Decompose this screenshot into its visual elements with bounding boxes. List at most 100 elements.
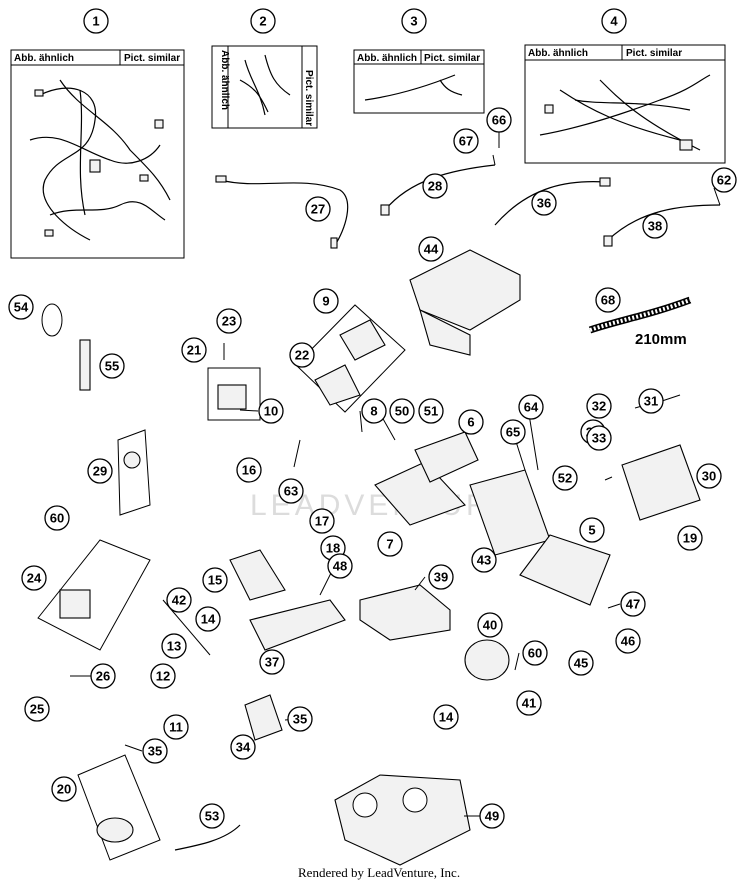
callout-13[interactable]: 13	[161, 633, 187, 659]
callout-60[interactable]: 60	[44, 505, 70, 531]
callout-16[interactable]: 16	[236, 457, 262, 483]
callout-9[interactable]: 9	[313, 288, 339, 314]
callout-65[interactable]: 65	[500, 419, 526, 445]
svg-text:12: 12	[156, 669, 170, 684]
callout-29[interactable]: 29	[87, 458, 113, 484]
callout-50[interactable]: 50	[389, 398, 415, 424]
callout-55[interactable]: 55	[99, 353, 125, 379]
callout-68[interactable]: 68	[595, 287, 621, 313]
callout-12[interactable]: 12	[150, 663, 176, 689]
svg-text:50: 50	[395, 404, 409, 419]
callout-5[interactable]: 5	[579, 517, 605, 543]
svg-text:35: 35	[148, 744, 162, 759]
callout-2[interactable]: 2	[250, 8, 276, 34]
callout-46[interactable]: 46	[615, 628, 641, 654]
callout-6[interactable]: 6	[458, 409, 484, 435]
callout-62[interactable]: 62	[711, 167, 737, 193]
callout-67[interactable]: 67	[453, 128, 479, 154]
callout-4[interactable]: 4	[601, 8, 627, 34]
svg-text:7: 7	[386, 537, 393, 552]
callout-35[interactable]: 35	[287, 706, 313, 732]
svg-text:19: 19	[683, 531, 697, 546]
callout-41[interactable]: 41	[516, 690, 542, 716]
callout-1[interactable]: 1	[83, 8, 109, 34]
callout-51[interactable]: 51	[418, 398, 444, 424]
callout-14-b[interactable]: 14	[433, 704, 459, 730]
callout-54[interactable]: 54	[8, 294, 34, 320]
callout-42[interactable]: 42	[166, 587, 192, 613]
harness-box-4: Abb. ähnlich Pict. similar	[524, 44, 726, 164]
callout-47[interactable]: 47	[620, 591, 646, 617]
callout-14[interactable]: 14	[195, 606, 221, 632]
callout-39[interactable]: 39	[428, 564, 454, 590]
bracket-44	[409, 249, 521, 356]
callout-45[interactable]: 45	[568, 650, 594, 676]
callout-11[interactable]: 11	[163, 714, 189, 740]
callout-22[interactable]: 22	[289, 342, 315, 368]
callout-49[interactable]: 49	[479, 803, 505, 829]
callout-35-b[interactable]: 35	[142, 738, 168, 764]
callout-40[interactable]: 40	[477, 612, 503, 638]
callout-3[interactable]: 3	[401, 8, 427, 34]
callout-30[interactable]: 30	[696, 463, 722, 489]
svg-text:62: 62	[717, 173, 731, 188]
ecu-30	[621, 444, 701, 521]
callout-23[interactable]: 23	[216, 308, 242, 334]
svg-text:30: 30	[702, 469, 716, 484]
callout-26[interactable]: 26	[90, 663, 116, 689]
svg-text:35: 35	[293, 712, 307, 727]
callout-24[interactable]: 24	[21, 565, 47, 591]
tool-55	[79, 339, 91, 391]
svg-text:29: 29	[93, 464, 107, 479]
svg-text:33: 33	[592, 431, 606, 446]
callout-34[interactable]: 34	[230, 734, 256, 760]
callout-31[interactable]: 31	[638, 388, 664, 414]
svg-text:40: 40	[483, 618, 497, 633]
callout-64[interactable]: 64	[518, 394, 544, 420]
callout-27[interactable]: 27	[305, 196, 331, 222]
callout-17[interactable]: 17	[309, 508, 335, 534]
callout-37[interactable]: 37	[259, 649, 285, 675]
svg-text:22: 22	[295, 348, 309, 363]
svg-text:6: 6	[467, 415, 474, 430]
callout-60-b[interactable]: 60	[522, 640, 548, 666]
callout-21[interactable]: 21	[181, 337, 207, 363]
callout-53[interactable]: 53	[199, 803, 225, 829]
svg-text:36: 36	[537, 196, 551, 211]
callout-48[interactable]: 48	[327, 553, 353, 579]
svg-text:21: 21	[187, 343, 201, 358]
svg-text:16: 16	[242, 463, 256, 478]
battery-43	[469, 469, 551, 556]
svg-text:17: 17	[315, 514, 329, 529]
callout-63[interactable]: 63	[278, 478, 304, 504]
box-label-de: Abb. ähnlich	[219, 50, 230, 110]
callout-43[interactable]: 43	[471, 547, 497, 573]
callout-33[interactable]: 33	[586, 425, 612, 451]
svg-text:41: 41	[522, 696, 536, 711]
callout-36[interactable]: 36	[531, 190, 557, 216]
callout-18[interactable]: 18	[320, 535, 346, 561]
leader-lines	[70, 132, 721, 817]
callout-25[interactable]: 25	[24, 696, 50, 722]
svg-text:28: 28	[428, 179, 442, 194]
callout-19[interactable]: 19	[677, 525, 703, 551]
callout-8[interactable]: 8	[361, 398, 387, 424]
svg-text:14: 14	[439, 710, 454, 725]
callout-44[interactable]: 44	[418, 236, 444, 262]
svg-text:15: 15	[208, 573, 222, 588]
callout-7[interactable]: 7	[377, 531, 403, 557]
svg-text:13: 13	[167, 639, 181, 654]
callout-52[interactable]: 52	[552, 465, 578, 491]
callout-20[interactable]: 20	[51, 776, 77, 802]
callout-28[interactable]: 28	[422, 173, 448, 199]
svg-text:9: 9	[322, 294, 329, 309]
callout-38[interactable]: 38	[642, 213, 668, 239]
svg-text:3: 3	[410, 14, 417, 29]
callout-15[interactable]: 15	[202, 567, 228, 593]
callout-32[interactable]: 32	[586, 393, 612, 419]
svg-text:5: 5	[588, 523, 595, 538]
callout-66[interactable]: 66	[486, 107, 512, 133]
hose-68: 210mm	[588, 296, 692, 348]
callout-10[interactable]: 10	[258, 398, 284, 424]
